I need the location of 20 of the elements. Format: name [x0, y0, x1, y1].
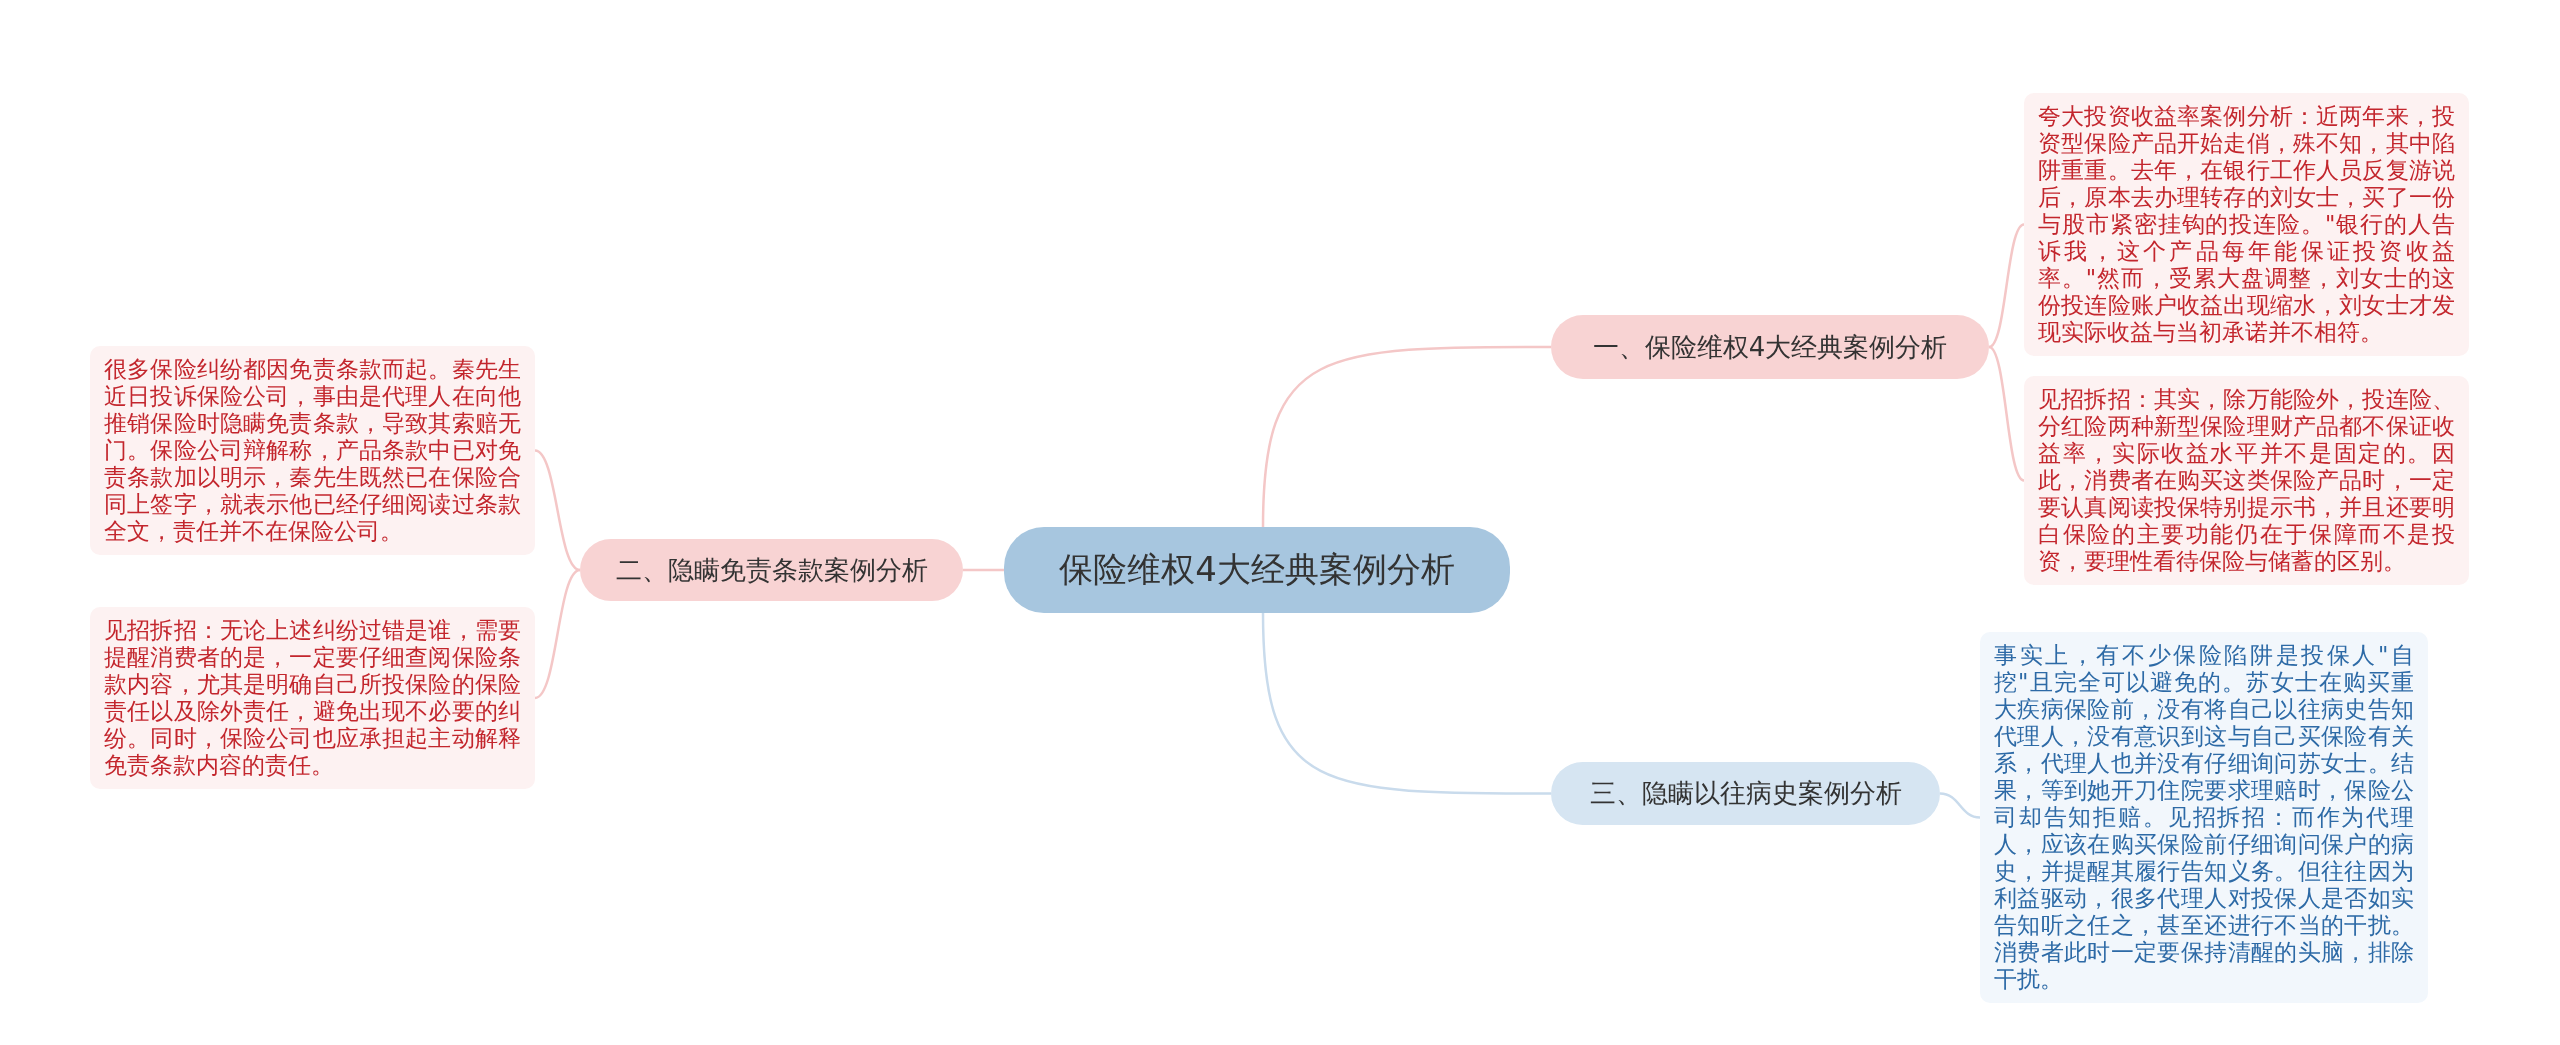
- connector-line: [1939, 792, 1981, 819]
- connector-line: [534, 568, 581, 700]
- topic-label: 一、保险维权4大经典案例分析: [1592, 330, 1948, 364]
- topic-label: 保险维权4大经典案例分析: [1059, 548, 1455, 591]
- note-text: 见招拆招：无论上述纠纷过错是谁，需要提醒消费者的是，一定要仔细查阅保险条款内容，尤其是明确自己所投保险的保险责任以及除外责任，避免出现不必要的纠纷。同时，保险公司也应承担起主动解释免责条款内容的责任。: [104, 617, 521, 779]
- topic-label: 三、隐瞒以往病史案例分析: [1589, 777, 1902, 810]
- connector-line: [1988, 345, 2025, 482]
- connector-line: [1261, 345, 1551, 528]
- note-card: [90, 607, 535, 789]
- note-text: 见招拆招：其实，除万能险外，投连险、分红险两种新型保险理财产品都不保证收益率，实际收益水平并不是固定的。因此，消费者在购买这类保险产品时，一定要认真阅读投保特别提示书，并且还要明白保险的主要功能仍在于保障而不是投资，要理性看待保险与储蓄的区别。: [2038, 386, 2455, 575]
- note-card: [90, 346, 535, 555]
- connector-line: [1988, 223, 2025, 349]
- connector-line: [963, 568, 1004, 572]
- note-text: 事实上，有不少保险陷阱是投保人"自挖"且完全可以避免的。苏女士在购买重大疾病保险前，没有将自己以往病史告知代理人，没有意识到这与自己买保险有关系，代理人也并没有仔细询问苏女士。结果，等到她开刀住院要求理赔时，保险公司却告知拒赔。见招拆招：而作为代理人，应该在购买保险前仔细询问保户的病史，并提醒其履行告知义务。但往往因为利益驱动，很多代理人对投保人是否如实告知听之任之，甚至还进行不当的干扰。消费者此时一定要保持清醒的头脑，排除干扰。: [1994, 642, 2414, 993]
- connector-line: [534, 449, 581, 572]
- topic-label: 二、隐瞒免责条款案例分析: [615, 553, 928, 587]
- note-text: 夸大投资收益率案例分析：近两年来，投资型保险产品开始走俏，殊不知，其中陷阱重重。去年，在银行工作人员反复游说后，原本去办理转存的刘女士，买了一份与股市紧密挂钩的投连险。"银行的人告诉我，这个产品每年能保证投资收益率。"然而，受累大盘调整，刘女士的这份投连险账户收益出现缩水，刘女士才发现实际收益与当初承诺并不相符。: [2038, 103, 2455, 346]
- connector-line: [1261, 612, 1551, 795]
- note-text: 很多保险纠纷都因免责条款而起。秦先生近日投诉保险公司，事由是代理人在向他推销保险时隐瞒免责条款，导致其索赔无门。保险公司辩解称，产品条款中已对免责条款加以明示，秦先生既然已在保险合同上签字，就表示他已经仔细阅读过条款全文，责任并不在保险公司。: [104, 356, 521, 545]
- note-card: [2024, 376, 2469, 585]
